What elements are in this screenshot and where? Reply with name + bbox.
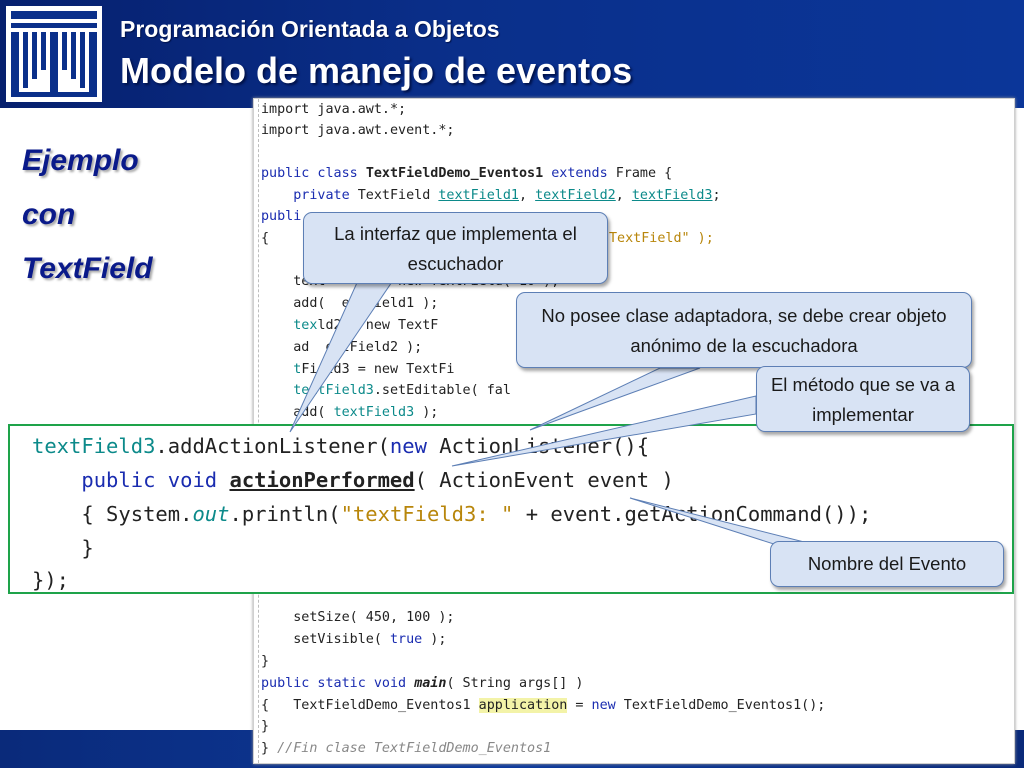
side-label-with: con <box>22 198 76 231</box>
code-line: tField3 = new TextFi <box>261 362 455 377</box>
course-subtitle: Programación Orientada a Objetos <box>120 16 500 42</box>
code-line: setSize( 450, 100 ); <box>261 610 455 625</box>
code-line: setVisible( true ); <box>261 632 447 647</box>
slide-title: Modelo de manejo de eventos <box>120 50 633 91</box>
zoom-code-line: public void actionPerformed( ActionEvent… <box>32 468 674 492</box>
code-line: textField3.setEditable( fal <box>261 383 511 398</box>
institution-logo <box>6 6 102 102</box>
code-line: { TextFieldDemo_Eventos1 application = n… <box>261 698 826 713</box>
code-line: add( extField1 ); <box>261 296 439 311</box>
callout-adapter: No posee clase adaptadora, se debe crear… <box>516 292 972 368</box>
side-label-textfield: TextField <box>22 252 153 285</box>
code-line: import java.awt.*; <box>261 102 407 117</box>
code-line: texld2 = new TextF <box>261 318 439 333</box>
code-line: } <box>261 719 270 734</box>
callout-interface: La interfaz que implementa el escuchador <box>303 212 608 284</box>
code-line: {TextField" ); <box>261 231 714 246</box>
code-line: } //Fin clase TextFieldDemo_Eventos1 <box>261 741 552 756</box>
code-line: publi <box>261 209 302 224</box>
code-line: add( textField3 ); <box>261 405 439 420</box>
zoom-code-line: } <box>32 536 94 560</box>
code-line: public static void main( String args[] ) <box>261 676 584 691</box>
zoom-code-line: textField3.addActionListener(new ActionL… <box>32 434 650 458</box>
side-label-example: Ejemplo <box>22 144 139 177</box>
code-line: public class TextFieldDemo_Eventos1 exte… <box>261 166 673 181</box>
header-band: Programación Orientada a Objetos Modelo … <box>0 0 1024 108</box>
zoom-code-line: { System.out.println("textField3: " + ev… <box>32 502 872 526</box>
code-line: import java.awt.event.*; <box>261 123 455 138</box>
zoom-code-line: }); <box>32 568 70 592</box>
callout-method: El método que se va a implementar <box>756 366 970 432</box>
callout-event: Nombre del Evento <box>770 541 1004 587</box>
code-line: private TextField textField1, textField2… <box>261 188 721 203</box>
code-line: ad extField2 ); <box>261 340 423 355</box>
code-line: } <box>261 654 270 669</box>
zoomed-code-box: textField3.addActionListener(new ActionL… <box>8 424 1014 594</box>
